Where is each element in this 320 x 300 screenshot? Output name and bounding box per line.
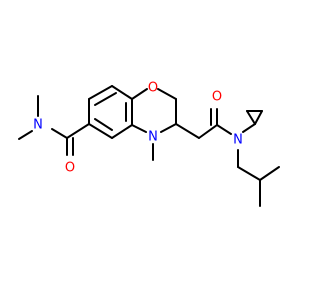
bond <box>111 85 133 100</box>
bond <box>254 110 263 125</box>
bond <box>111 124 133 139</box>
bond <box>246 110 256 125</box>
bond <box>237 166 261 181</box>
bond <box>51 128 68 139</box>
bond <box>216 124 232 135</box>
bond <box>94 118 113 131</box>
bond <box>131 88 148 100</box>
atom-label-n-ring: N <box>148 130 158 145</box>
bond <box>66 123 90 139</box>
atom-label-o-ring: O <box>148 81 158 96</box>
bond <box>18 130 33 140</box>
bond <box>175 123 200 139</box>
bond <box>242 123 256 133</box>
atom-label-n-amide-left: N <box>33 118 43 133</box>
bond <box>131 124 147 133</box>
bond-layer <box>18 85 280 207</box>
bond <box>94 92 117 106</box>
atom-labels: O O O N N N <box>33 81 243 176</box>
bond <box>160 123 177 133</box>
bond <box>88 85 113 100</box>
bond <box>259 166 280 181</box>
bond <box>198 124 218 139</box>
bond <box>157 88 177 100</box>
atom-label-o-amide-right: O <box>212 90 222 105</box>
atom-label-o-amide-left: O <box>65 161 75 176</box>
bond <box>88 123 113 139</box>
atom-label-n-amide-right: N <box>233 133 243 148</box>
molecule-structure: O O O N N N <box>18 81 280 207</box>
